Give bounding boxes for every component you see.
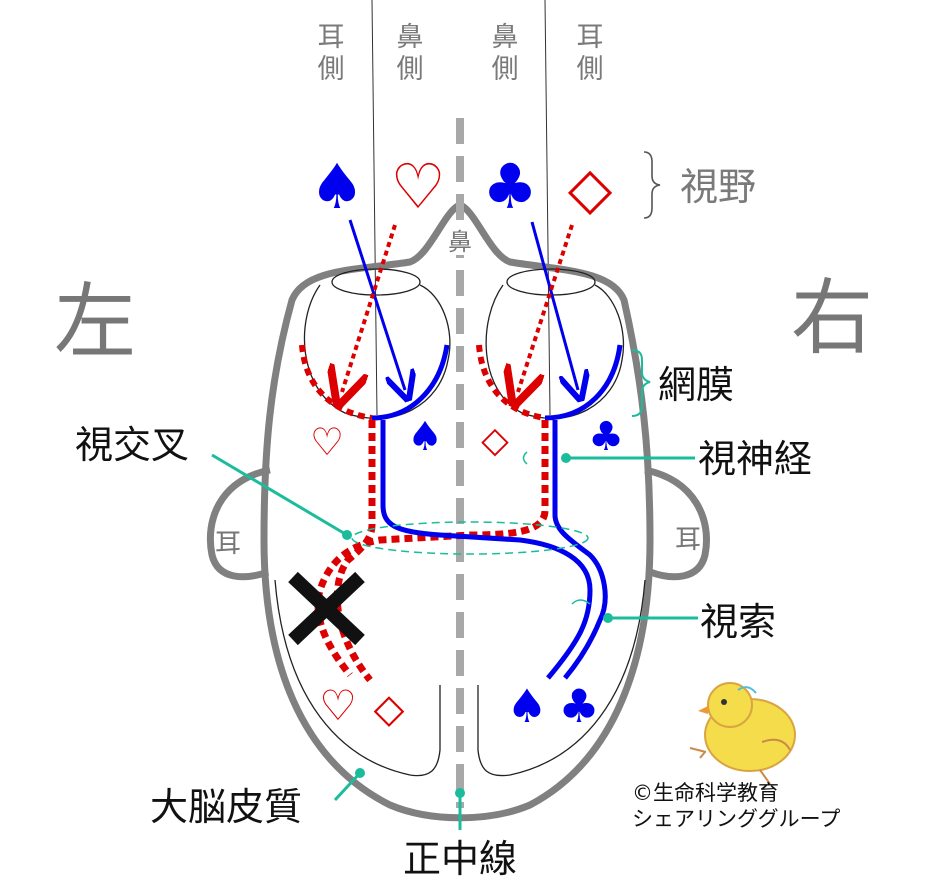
ray-left-red — [342, 224, 397, 392]
midline-label: 正中線 — [403, 837, 517, 881]
ear-label-left: 耳 — [215, 529, 241, 559]
cortex-heart: ♡ — [319, 681, 357, 730]
column-label-ear-left-1: 耳 — [318, 22, 345, 53]
column-label-nose-left-2: 側 — [397, 54, 424, 85]
cortex-diamond: ◇ — [374, 686, 405, 732]
column-label-ear-right-1: 耳 — [577, 22, 604, 53]
eyeball-right — [485, 284, 625, 419]
optic-chiasm-outline — [351, 521, 589, 555]
ear-left — [206, 466, 271, 581]
retina-image-heart-left: ♡ — [310, 420, 344, 464]
field-spade: ♠ — [309, 150, 365, 223]
optic-nerve-label: 視神経 — [698, 437, 812, 481]
nose-label: 鼻 — [448, 228, 472, 256]
ray-right-red — [518, 224, 574, 392]
retina-image-club-right: ♣ — [588, 414, 624, 460]
column-divider-right — [544, 0, 551, 416]
column-label-ear-right-2: 側 — [577, 54, 604, 85]
column-label-nose-left-1: 鼻 — [397, 22, 424, 53]
retina-right-blue — [544, 344, 623, 421]
optic-nerve-right-red — [314, 420, 549, 678]
ray-right-blue — [530, 221, 578, 390]
retina-left-blue — [371, 344, 450, 421]
cortex-spade: ♠ — [506, 679, 547, 733]
column-label-ear-left-2: 側 — [318, 54, 345, 85]
copyright-line-1: ©生命科学教育 — [632, 781, 779, 805]
optic-chiasm-label: 視交叉 — [75, 423, 189, 467]
side-label-left: 左 — [54, 275, 136, 370]
optic-nerve-right-blue — [552, 420, 608, 680]
retina-brace — [631, 349, 651, 417]
ear-right — [644, 466, 710, 581]
retina-label: 網膜 — [658, 363, 734, 407]
field-club: ♣ — [482, 150, 538, 223]
cortex-line-left — [274, 579, 441, 777]
ear-label-right: 耳 — [675, 525, 701, 555]
field-heart: ♡ — [390, 150, 446, 223]
optic-tract-label: 視索 — [700, 600, 776, 644]
visual-field-brace — [643, 151, 661, 219]
visual-field-label: 視野 — [680, 165, 756, 209]
optic-nerve-bracket — [522, 451, 528, 465]
ray-left-blue — [348, 219, 405, 390]
retina-right-red — [476, 344, 546, 421]
cerebral-cortex-leader — [333, 771, 362, 802]
column-divider-left — [371, 0, 378, 416]
column-label-nose-right-2: 側 — [492, 54, 519, 85]
cerebral-cortex-label: 大脳皮質 — [150, 785, 302, 829]
chick-mascot-illustration — [689, 682, 796, 785]
column-label-nose-right-1: 鼻 — [492, 22, 519, 53]
field-diamond: ◇ — [568, 154, 613, 222]
cortex-club: ♣ — [558, 679, 599, 733]
head-outline — [260, 201, 654, 822]
nose-label-bg — [447, 225, 473, 255]
optic-tract-bracket — [571, 599, 591, 605]
optic-chiasm-leader — [211, 453, 348, 537]
side-label-right: 右 — [791, 271, 873, 366]
lens-left — [331, 268, 421, 296]
lesion-x-mark — [288, 571, 365, 646]
retina-image-diamond-right: ◇ — [481, 420, 509, 461]
retina-image-spade-left: ♠ — [407, 414, 443, 460]
copyright-line-2: シェアリンググループ — [632, 807, 840, 831]
retina-left-red — [299, 344, 373, 421]
cortex-line-right — [477, 579, 646, 777]
